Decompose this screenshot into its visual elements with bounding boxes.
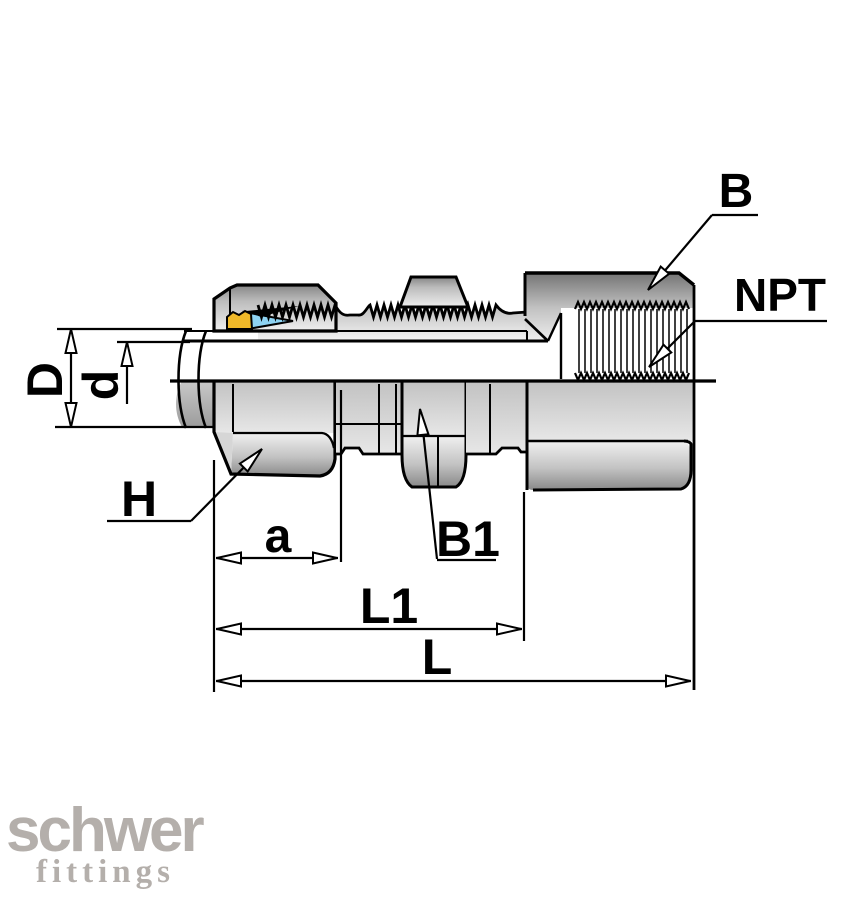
dim-label-L: L (422, 629, 453, 685)
front-ferrule (226, 309, 254, 330)
callout-H (107, 448, 263, 523)
npt-female-thread (573, 299, 691, 383)
neck-bottom (466, 381, 527, 456)
callout-label-B: B (719, 165, 754, 218)
nut-bottom (212, 381, 337, 478)
dimension-L (216, 674, 691, 688)
dimension-D (55, 327, 214, 429)
hex-locknut-bottom (400, 381, 468, 489)
callout-NPT (648, 319, 827, 368)
dim-label-a: a (265, 510, 292, 563)
bore-lines (184, 285, 696, 690)
dimension-d (117, 340, 190, 404)
dim-label-hex: H (121, 471, 157, 527)
dim-label-outer-diameter: D (17, 362, 73, 398)
callout-label-NPT: NPT (734, 269, 826, 321)
thread-profile-line (256, 300, 528, 322)
dimension-a (212, 390, 343, 692)
dim-label-L1: L1 (360, 578, 418, 634)
callout-B1 (416, 408, 496, 562)
stud-bottom (336, 381, 402, 456)
dim-label-inner-diameter: d (73, 370, 129, 401)
dim-label-B1: B1 (436, 511, 500, 567)
callout-B (647, 213, 758, 291)
hex-locknut-top (397, 275, 471, 309)
dimension-L1 (216, 492, 526, 641)
body-bottom (525, 381, 694, 492)
